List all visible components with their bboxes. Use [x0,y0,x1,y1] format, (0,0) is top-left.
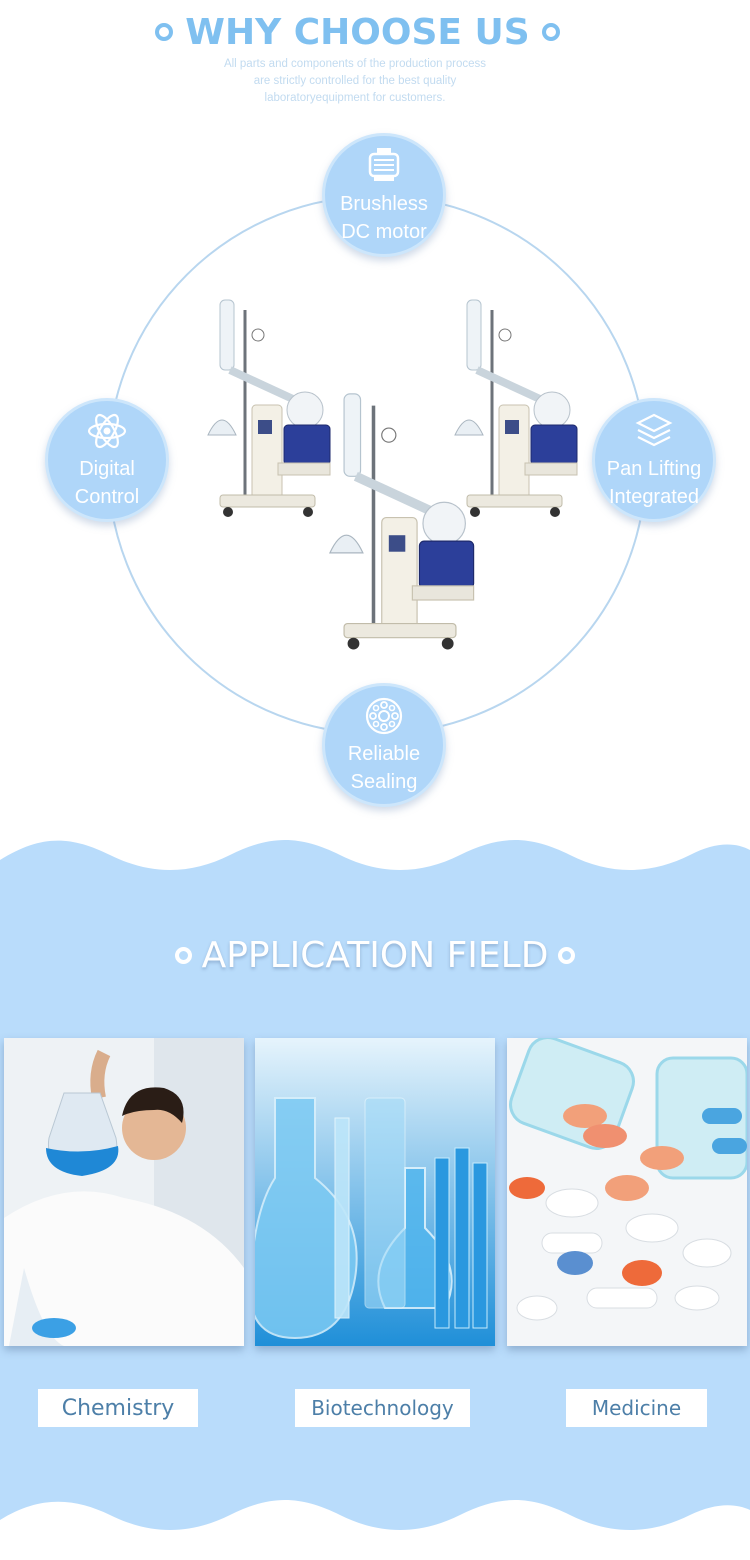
medicine-label: Medicine [566,1389,707,1427]
why-choose-us-subtitle: All parts and components of the producti… [180,56,530,107]
atom-icon [87,413,127,449]
application-field-title: APPLICATION FIELD [201,934,549,976]
feature-label: Integrated [608,486,700,508]
feature-label: Pan Lifting [606,458,702,480]
feature-digital-control: Digital Control [45,398,169,522]
feature-label: Brushless [340,193,428,215]
subtitle-line: All parts and components of the producti… [223,58,487,70]
rotary-evaporator-image [207,299,331,517]
rotary-evaporator-image [454,299,578,517]
feature-reliable-sealing: Reliable Sealing [322,683,446,807]
title-left-dot-icon [174,946,192,964]
title-right-dot-icon [558,946,576,964]
motor-icon [368,148,400,181]
feature-label: Control [74,486,140,508]
feature-label: DC motor [341,221,427,243]
pills-and-bottles-photo [507,1038,747,1346]
why-choose-us-title: WHY CHOOSE US [185,11,530,53]
feature-label: Digital [79,458,135,480]
subtitle-line: laboratoryequipment for customers. [264,92,446,104]
rotary-evaporator-image [328,393,475,650]
laboratory-glassware-photo [255,1038,495,1346]
feature-brushless-dc-motor: Brushless DC motor [322,133,446,257]
biotechnology-label: Biotechnology [295,1389,470,1427]
scientist-with-flask-photo [4,1038,244,1346]
subtitle-line: are strictly controlled for the best qua… [253,75,457,87]
seal-icon [365,697,403,735]
feature-label: Sealing [350,771,418,793]
title-left-dot-icon [155,23,174,41]
chemistry-label: Chemistry [38,1389,198,1427]
layers-icon [635,413,673,447]
feature-pan-lifting-integrated: Pan Lifting Integrated [592,398,716,522]
feature-label: Reliable [347,743,421,765]
application-field-heading: APPLICATION FIELD [0,930,750,980]
title-right-dot-icon [541,23,560,41]
why-choose-us-heading: WHY CHOOSE US [0,10,715,54]
